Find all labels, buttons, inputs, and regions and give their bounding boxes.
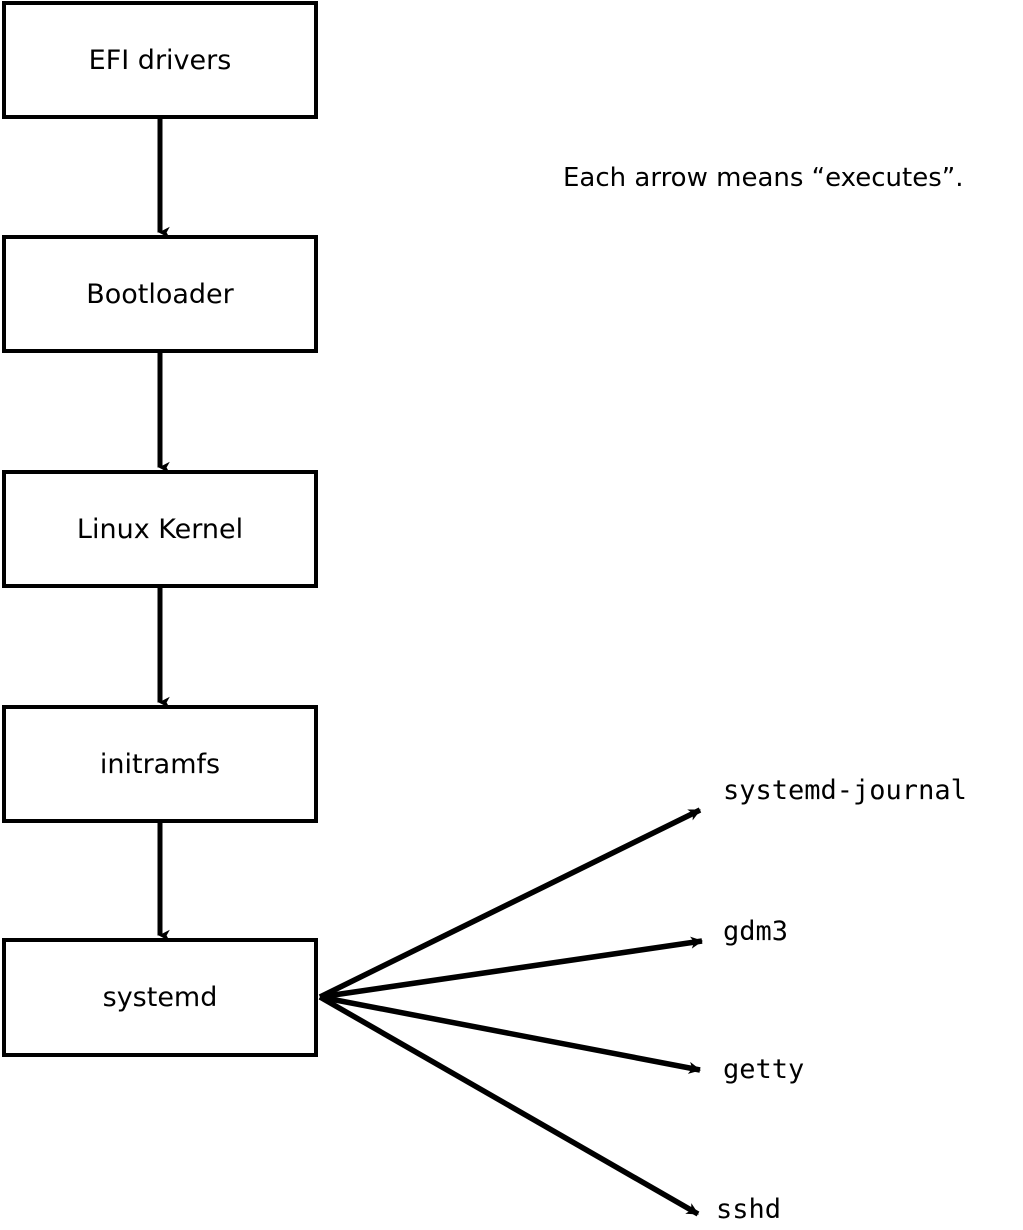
node-label-systemd: systemd xyxy=(102,982,218,1013)
legend-annotation: Each arrow means “executes”. xyxy=(563,163,964,193)
fanout-arrow-getty xyxy=(319,994,701,1074)
fanout-arrow-gdm3 xyxy=(319,936,703,1000)
service-label-sshd[interactable]: sshd xyxy=(716,1194,782,1225)
node-initramfs[interactable]: initramfs xyxy=(2,705,318,823)
node-bootloader[interactable]: Bootloader xyxy=(2,235,318,353)
service-label-gdm3[interactable]: gdm3 xyxy=(723,916,789,947)
fanout-arrow-systemd-journal xyxy=(318,807,702,1000)
service-label-getty[interactable]: getty xyxy=(723,1054,805,1085)
node-label-bootloader: Bootloader xyxy=(86,278,234,310)
node-linux-kernel[interactable]: Linux Kernel xyxy=(2,470,318,588)
fanout-arrow-sshd xyxy=(318,994,700,1217)
node-label-initramfs: initramfs xyxy=(99,748,221,780)
node-label-efi-drivers: EFI drivers xyxy=(88,44,232,76)
service-label-systemd-journal[interactable]: systemd-journal xyxy=(723,775,967,806)
node-efi-drivers[interactable]: EFI drivers xyxy=(2,1,318,119)
node-systemd[interactable]: systemd xyxy=(2,938,318,1057)
node-label-linux-kernel: Linux Kernel xyxy=(76,513,244,545)
